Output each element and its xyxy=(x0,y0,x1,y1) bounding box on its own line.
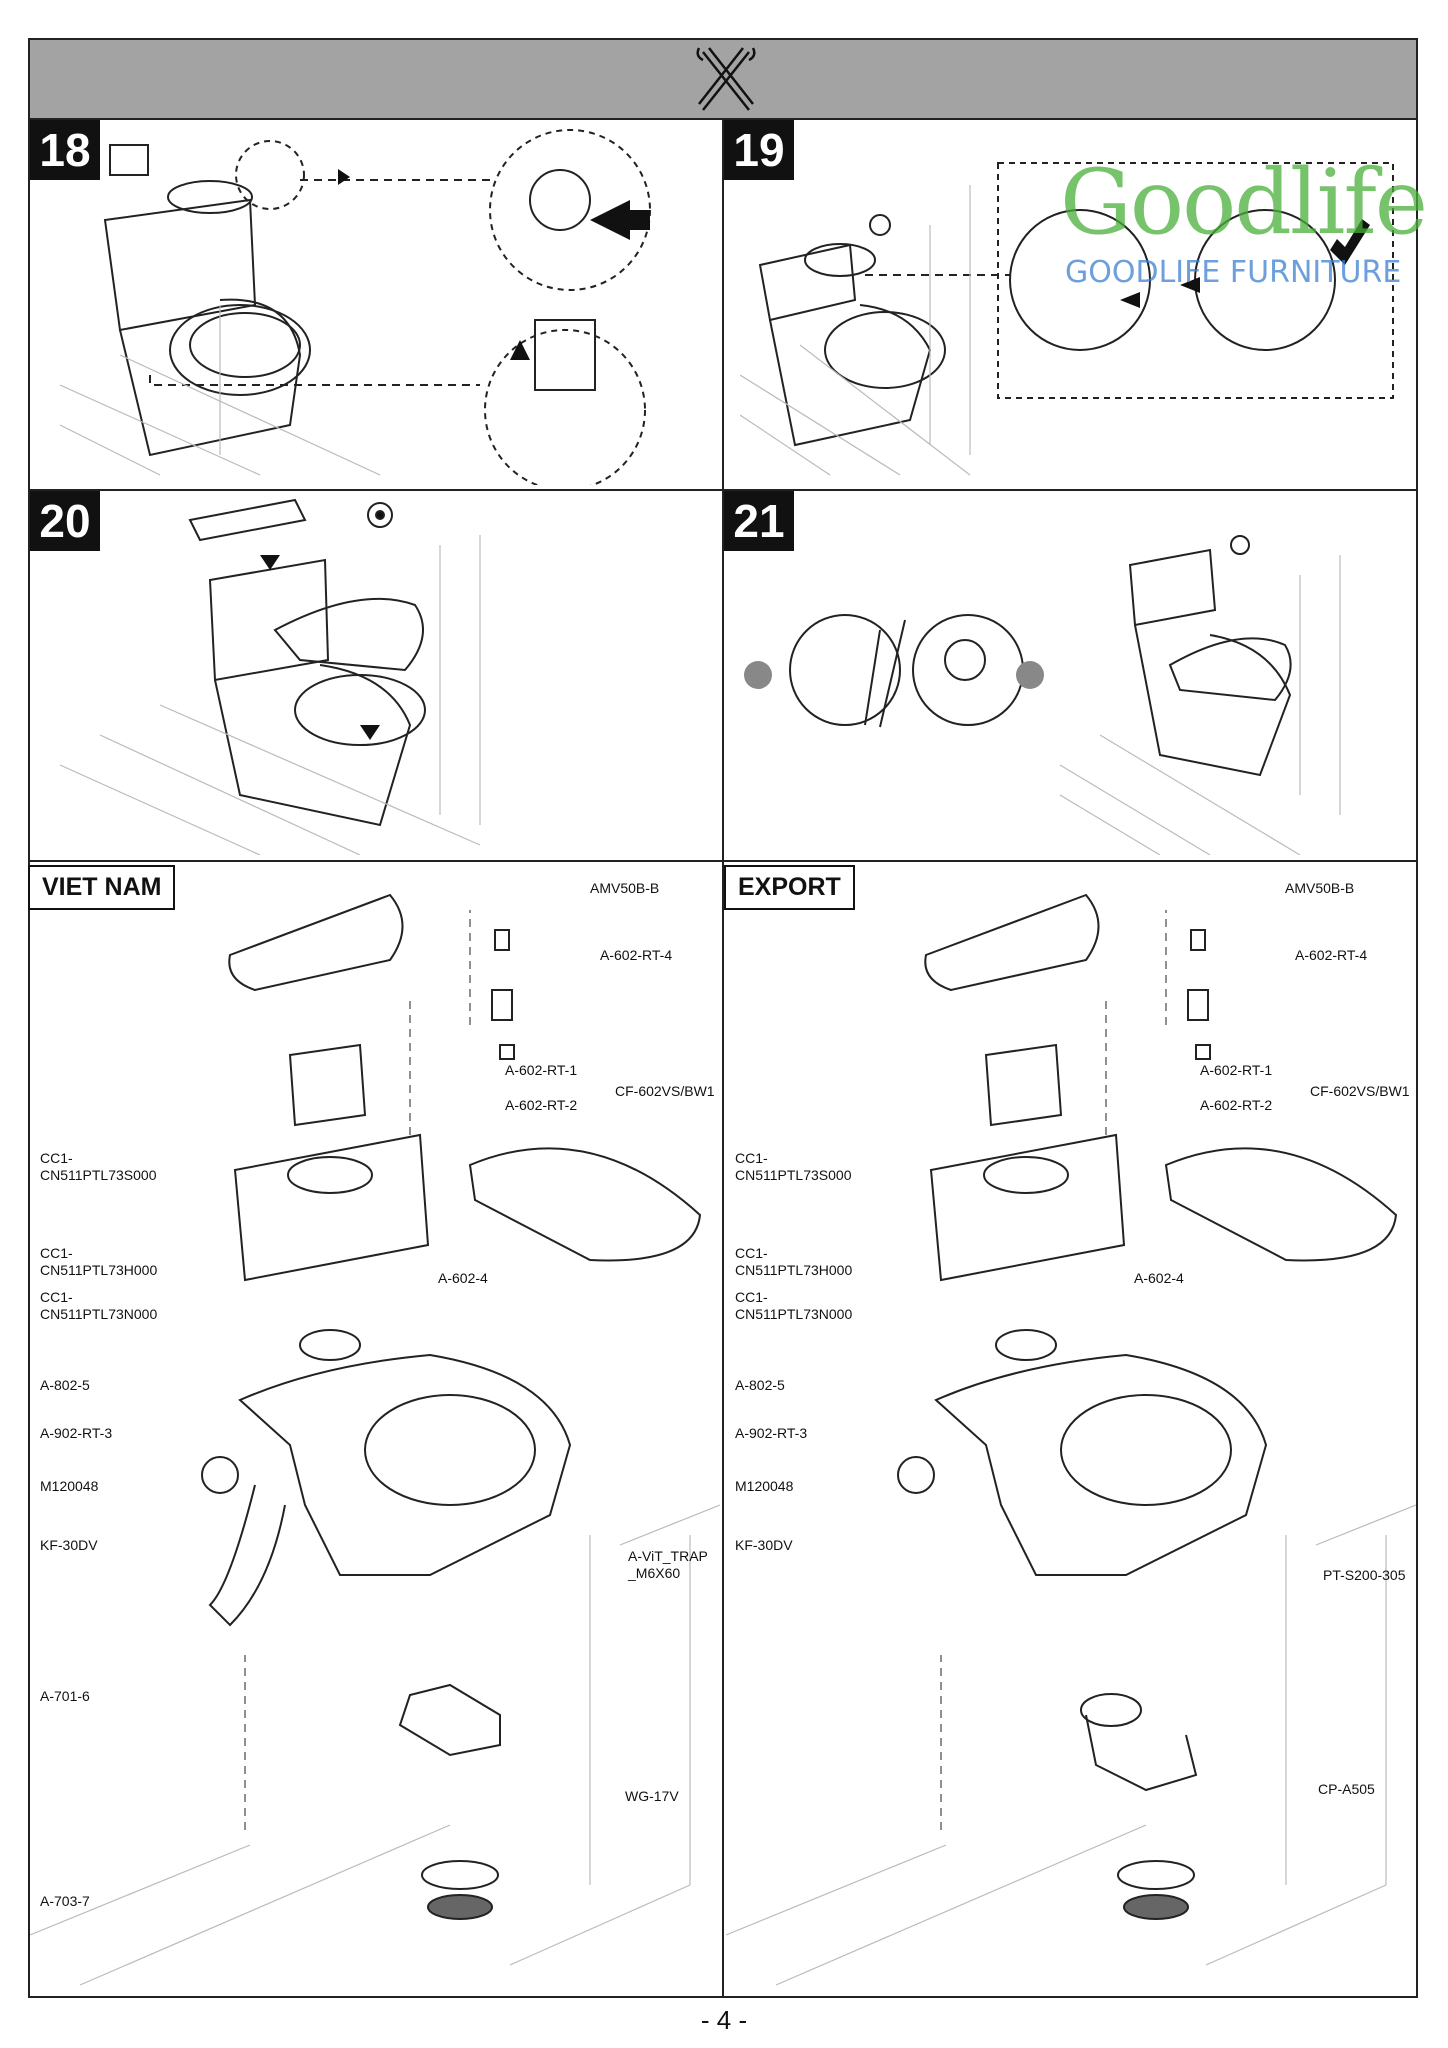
part-label-kf30dv: KF-30DV xyxy=(735,1537,793,1553)
part-label-seat: CF-602VS/BW1 xyxy=(1310,1083,1410,1099)
export-title: EXPORT xyxy=(724,865,855,910)
part-label-amv50b: AMV50B-B xyxy=(1285,880,1355,896)
wrench-screwdriver-icon xyxy=(696,47,756,111)
part-label-a6024: A-602-4 xyxy=(1134,1270,1184,1286)
part-label-rt4: A-602-RT-4 xyxy=(1295,947,1368,963)
part-label-seat: CF-602VS/BW1 xyxy=(615,1083,715,1099)
row-divider-1 xyxy=(28,489,1418,491)
step-20-illustration xyxy=(60,498,481,855)
step-number-18: 18 xyxy=(30,120,100,180)
part-label-a8025: A-802-5 xyxy=(735,1377,785,1393)
part-label-rt2: A-602-RT-2 xyxy=(1200,1097,1273,1113)
step-number-20: 20 xyxy=(30,491,100,551)
part-label-a902: A-902-RT-3 xyxy=(735,1425,808,1441)
step-number-21: 21 xyxy=(724,491,794,551)
page-number: - 4 - xyxy=(700,2005,748,2035)
part-label-a7016: A-701-6 xyxy=(40,1688,90,1704)
tools-header-bar xyxy=(28,38,1418,120)
part-label-m120048: M120048 xyxy=(40,1478,99,1494)
watermark-brand: Goodlife xyxy=(1060,150,1428,255)
part-label-cc1-h000: CC1- CN511PTL73H000 xyxy=(40,1245,158,1278)
export-exploded-diagram xyxy=(726,893,1416,1986)
step-18-illustration xyxy=(60,129,651,485)
center-divider xyxy=(722,118,724,1998)
part-label-cc1-h000: CC1- CN511PTL73H000 xyxy=(735,1245,853,1278)
step-19-illustration xyxy=(740,162,1394,476)
row-divider-2 xyxy=(28,860,1418,862)
part-label-kf30dv: KF-30DV xyxy=(40,1537,98,1553)
part-label-cp-a505: CP-A505 xyxy=(1318,1781,1375,1797)
part-label-m120048: M120048 xyxy=(735,1478,794,1494)
part-label-cc1-n000: CC1- CN511PTL73N000 xyxy=(735,1289,853,1322)
part-label-a8025: A-802-5 xyxy=(40,1377,90,1393)
part-label-cc1-s000: CC1- CN511PTL73S000 xyxy=(735,1150,852,1183)
part-label-vit-trap: A-ViT_TRAP _M6X60 xyxy=(628,1548,708,1581)
part-label-wg17v: WG-17V xyxy=(625,1788,679,1804)
watermark-sub: GOODLIFE FURNITURE xyxy=(1065,255,1402,290)
viet-nam-exploded-diagram xyxy=(30,893,720,1986)
part-label-rt1: A-602-RT-1 xyxy=(1200,1062,1273,1078)
part-label-a6024: A-602-4 xyxy=(438,1270,488,1286)
step-21-illustration xyxy=(744,535,1341,855)
part-label-a902: A-902-RT-3 xyxy=(40,1425,113,1441)
step-number-19: 19 xyxy=(724,120,794,180)
part-label-rt2: A-602-RT-2 xyxy=(505,1097,578,1113)
part-label-cc1-n000: CC1- CN511PTL73N000 xyxy=(40,1289,158,1322)
part-label-rt4: A-602-RT-4 xyxy=(600,947,673,963)
part-label-amv50b: AMV50B-B xyxy=(590,880,660,896)
part-label-pt-s200: PT-S200-305 xyxy=(1323,1567,1406,1583)
part-label-cc1-s000: CC1- CN511PTL73S000 xyxy=(40,1150,157,1183)
part-label-rt1: A-602-RT-1 xyxy=(505,1062,578,1078)
viet-nam-title: VIET NAM xyxy=(28,865,176,910)
part-label-a7037: A-703-7 xyxy=(40,1893,90,1909)
